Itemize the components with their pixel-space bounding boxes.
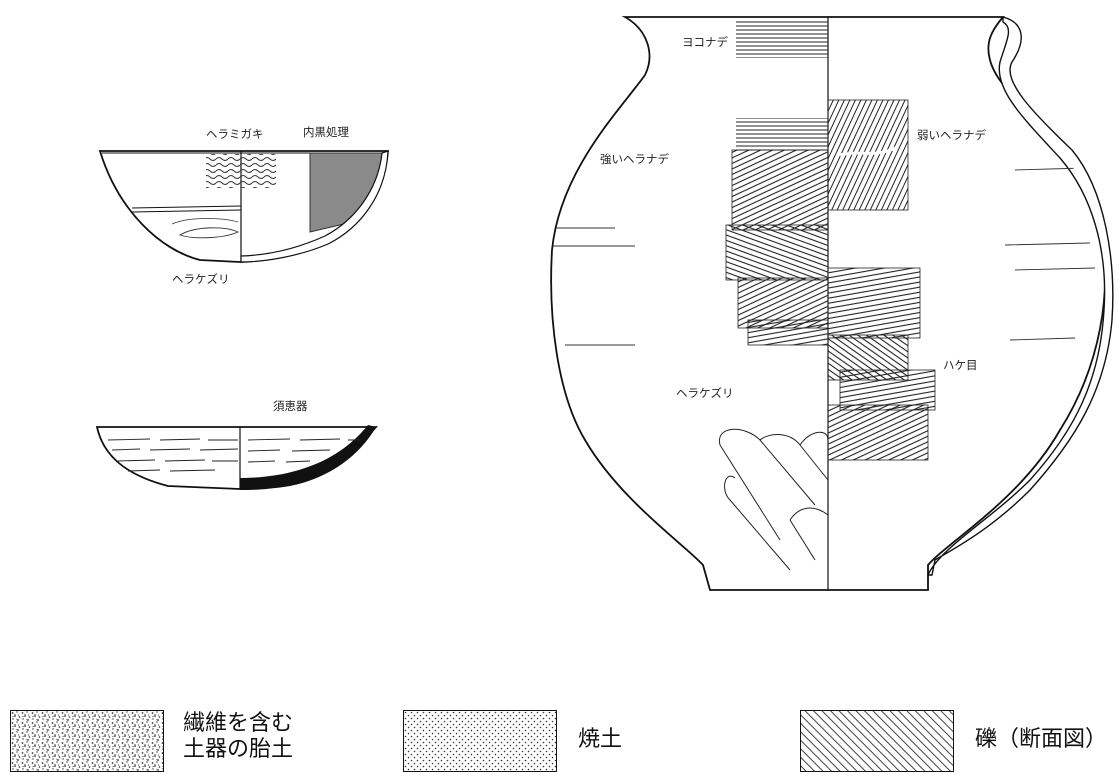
burnish-marks <box>206 154 276 188</box>
label-weak-smoothing: 弱いヘラナデ <box>917 128 986 142</box>
jar-drawing <box>550 16 1114 591</box>
label-brush-marks: ハケ目 <box>943 358 978 372</box>
legend-swatch-gravel-section <box>800 710 954 772</box>
legend-swatch-fiber-clay <box>10 710 164 772</box>
scrape-mark <box>178 227 240 239</box>
brush-mark-area <box>827 267 921 339</box>
legend-label-gravel-section: 礫（断面図） <box>975 727 1108 752</box>
dish-drawing <box>95 425 379 490</box>
legend-label-burnt-soil: 焼土 <box>578 727 623 752</box>
legend-swatch-burnt-soil <box>403 710 557 772</box>
jar-section-wall <box>926 16 1114 576</box>
dish-wheel-lines <box>107 438 362 472</box>
label-bowl-scraping: ヘラケズリ <box>172 272 230 286</box>
label-sue-ware: 須恵器 <box>273 399 308 413</box>
label-horizontal-smoothing: ヨコナデ <box>682 35 728 49</box>
label-jar-scraping: ヘラケズリ <box>676 386 734 400</box>
dish-section <box>240 425 376 490</box>
neck-smoothing-marks <box>736 20 828 58</box>
scraping-marks <box>719 428 829 571</box>
label-burnishing: ヘラミガキ <box>206 127 264 141</box>
label-strong-smoothing: 強いヘラナデ <box>600 152 669 166</box>
legend-label-fiber-clay-line1: 繊維を含む <box>183 711 294 736</box>
label-blackened-interior: 内黒処理 <box>303 125 349 139</box>
bowl-section-wall <box>240 150 389 263</box>
bowl-drawing <box>98 150 389 263</box>
legend-label-fiber-clay-line2: 土器の胎土 <box>183 737 294 762</box>
